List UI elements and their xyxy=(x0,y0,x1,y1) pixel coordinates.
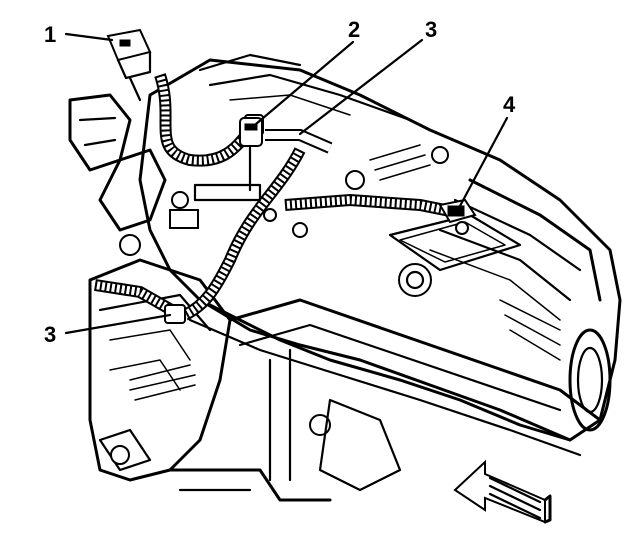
transmission-case xyxy=(68,53,622,502)
svg-text:1: 1 xyxy=(44,22,56,47)
connector-component xyxy=(106,28,152,102)
svg-text:3: 3 xyxy=(425,17,437,42)
callout-2: 2 xyxy=(254,17,360,126)
callout-3-lower: 3 xyxy=(44,313,172,347)
svg-text:4: 4 xyxy=(503,92,516,117)
svg-text:2: 2 xyxy=(348,17,360,42)
vent-fitting-component xyxy=(193,117,263,202)
svg-text:3: 3 xyxy=(44,322,56,347)
callout-1: 1 xyxy=(44,22,114,47)
callout-4: 4 xyxy=(458,92,516,208)
front-arrow-icon xyxy=(453,459,552,524)
case-fitting-component xyxy=(438,198,477,235)
callout-3-upper: 3 xyxy=(298,17,437,136)
